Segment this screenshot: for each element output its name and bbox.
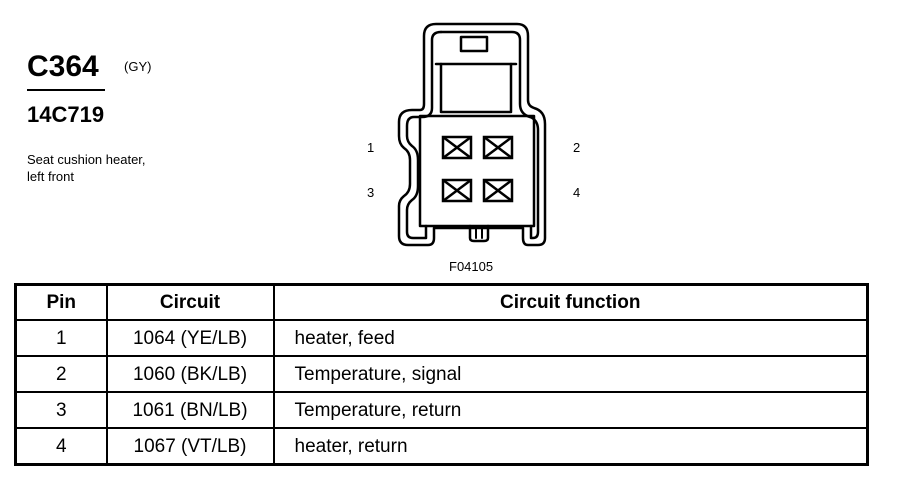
connector-code: C364 (27, 50, 99, 83)
cell-circuit: 1061 (BN/LB) (105, 391, 275, 429)
table-row: 4 1067 (VT/LB) heater, return (14, 427, 869, 466)
pin-label-4: 4 (573, 185, 581, 200)
cell-circuit: 1064 (YE/LB) (105, 319, 275, 357)
header-circuit-function: Circuit function (272, 283, 869, 321)
connector-face-diagram (397, 22, 547, 247)
cell-pin: 2 (14, 355, 108, 393)
pin-cavity-3 (441, 178, 473, 203)
keying-post (468, 224, 490, 243)
table-header-row: Pin Circuit Circuit function (14, 283, 869, 321)
header-circuit: Circuit (105, 283, 275, 321)
latch-tab (459, 35, 489, 53)
pin-label-3: 3 (367, 185, 375, 200)
table-row: 2 1060 (BK/LB) Temperature, signal (14, 355, 869, 393)
pin-cavity-1 (441, 135, 473, 160)
pinout-table: Pin Circuit Circuit function 1 1064 (YE/… (14, 283, 869, 466)
part-number: 14C719 (27, 102, 105, 127)
connector-shroud-outer (397, 22, 547, 247)
table-row: 1 1064 (YE/LB) heater, feed (14, 319, 869, 357)
pin-cavity-4 (482, 178, 514, 203)
description-line-2: left front (27, 169, 74, 184)
pin-cavity-2 (482, 135, 514, 160)
pin-label-2: 2 (573, 140, 581, 155)
pin-label-1: 1 (367, 140, 375, 155)
cell-pin: 4 (14, 427, 108, 466)
cell-circuit: 1067 (VT/LB) (105, 427, 275, 466)
pin-cavity-block (418, 114, 536, 228)
header-pin: Pin (14, 283, 108, 321)
connector-color: (GY) (124, 59, 152, 74)
description-line-1: Seat cushion heater, (27, 152, 146, 167)
cell-function: heater, return (272, 427, 869, 466)
cell-pin: 1 (14, 319, 108, 357)
figure-id: F04105 (449, 259, 494, 274)
cell-function: Temperature, return (272, 391, 869, 429)
cell-pin: 3 (14, 391, 108, 429)
cell-function: heater, feed (272, 319, 869, 357)
cell-function: Temperature, signal (272, 355, 869, 393)
cell-circuit: 1060 (BK/LB) (105, 355, 275, 393)
latch-channel (439, 62, 513, 114)
connector-description: Seat cushion heater, left front (27, 151, 146, 185)
header-divider (27, 89, 105, 91)
table-row: 3 1061 (BN/LB) Temperature, return (14, 391, 869, 429)
